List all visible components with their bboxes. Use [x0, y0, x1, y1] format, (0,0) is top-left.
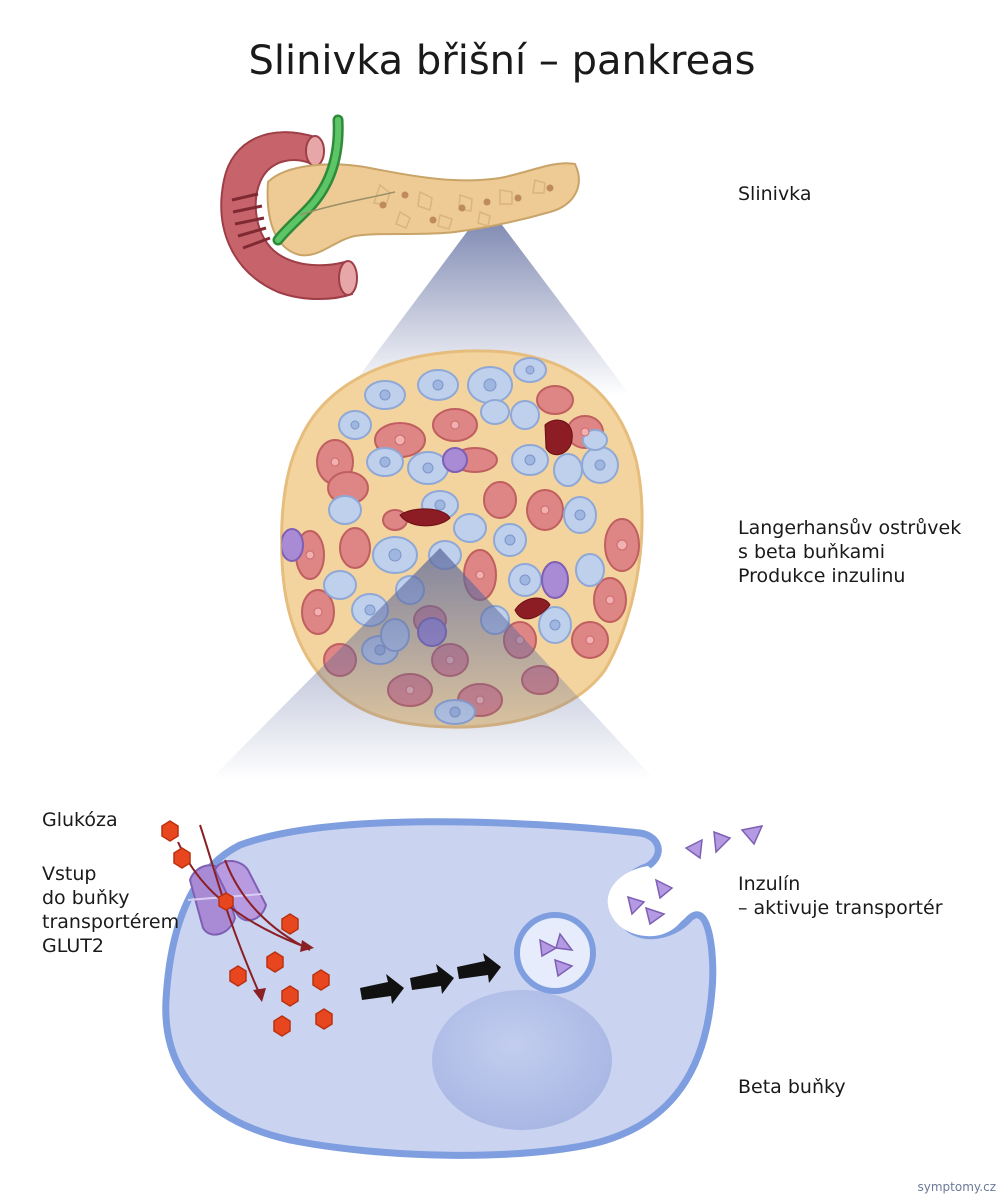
glucose-molecule [218, 892, 234, 911]
insulin-molecule [654, 878, 674, 900]
pancreas-spot [379, 201, 387, 209]
zoom-cone-lower [210, 548, 655, 780]
pancreatic-duct [299, 191, 396, 216]
beta-cell [162, 818, 717, 1159]
insulin-molecule [555, 932, 574, 951]
insulin-molecule [740, 824, 764, 846]
zoom-cone-upper [345, 205, 630, 395]
process-arrow [410, 964, 454, 994]
insulin-vesicle [514, 912, 596, 994]
label-entry-line: Vstup [42, 863, 97, 885]
label-islet: Langerhansův ostrůvek s beta buňkami Pro… [738, 516, 961, 588]
glucose-molecule [273, 1015, 291, 1037]
langerhans-islet [210, 349, 655, 780]
glucose-molecule [312, 969, 330, 991]
label-islet-line: Produkce inzulinu [738, 565, 906, 587]
glucose-molecules [161, 820, 333, 1037]
label-beta-cells: Beta buňky [738, 1076, 846, 1098]
insulin-molecule [713, 830, 732, 854]
label-insulin-line: – aktivuje transportér [738, 897, 943, 919]
label-entry-line: GLUT2 [42, 935, 104, 957]
label-islet-line: Langerhansův ostrůvek [738, 517, 962, 539]
bile-duct-highlight [275, 117, 342, 243]
pancreas-spot [483, 198, 491, 206]
pancreas-spot [458, 204, 466, 212]
duodenum-folds [231, 192, 271, 250]
exocytosis-vesicle [607, 866, 687, 937]
glucose-molecule [229, 965, 247, 987]
insulin-molecule [684, 838, 703, 860]
pancreas-spot [401, 191, 409, 199]
insulin-molecule [644, 906, 666, 926]
glucose-molecule [266, 951, 284, 973]
glucose-arrowheads [253, 940, 314, 1002]
label-entry: Vstup do buňky transportérem GLUT2 [42, 862, 179, 958]
glucose-molecule [281, 985, 299, 1007]
pancreas-body [266, 162, 580, 257]
label-insulin-line: Inzulín [738, 873, 801, 895]
pancreas-organ [220, 114, 580, 300]
insulin-molecule [626, 895, 646, 916]
insulin-molecule [539, 938, 558, 958]
label-islet-line: s beta buňkami [738, 541, 886, 563]
label-insulin: Inzulín – aktivuje transportér [738, 872, 943, 920]
duodenum-end-top [305, 135, 325, 167]
pancreas-spot [514, 194, 522, 202]
duodenum [220, 131, 354, 300]
label-pancreas: Slinivka [738, 183, 812, 205]
insulin-molecule [554, 958, 574, 978]
label-entry-line: transportérem [42, 911, 180, 933]
glucose-molecule [315, 1008, 333, 1030]
glucose-molecule [173, 847, 191, 869]
pancreas-spot [546, 184, 554, 192]
credit-watermark: symptomy.cz [917, 1180, 997, 1194]
diagram-title: Slinivka břišní – pankreas [248, 38, 756, 84]
process-arrow [457, 953, 501, 983]
process-arrow [360, 974, 404, 1004]
glucose-molecule [281, 913, 299, 935]
duodenum-end-bottom [338, 260, 358, 296]
insulin-molecules [539, 824, 764, 978]
pancreas-spot [429, 216, 437, 224]
label-glucose: Glukóza [42, 809, 118, 831]
glucose-molecule [161, 820, 179, 842]
label-entry-line: do buňky [42, 887, 130, 909]
process-arrows [360, 953, 501, 1004]
beta-cell-nucleus [432, 990, 612, 1130]
